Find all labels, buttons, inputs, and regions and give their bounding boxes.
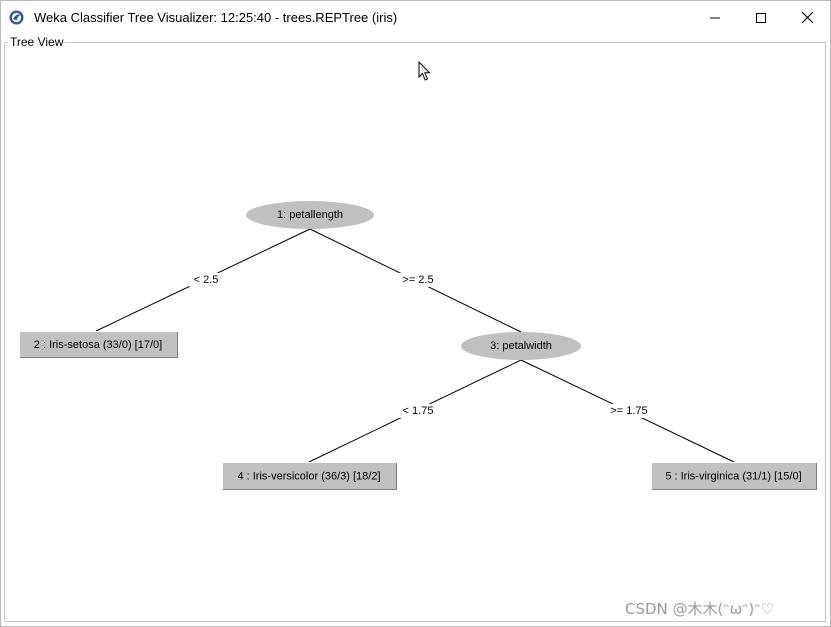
edge-label-n1-n2: < 2.5 bbox=[194, 274, 219, 286]
edge-label-background bbox=[398, 403, 438, 418]
tree-leaf-n2[interactable]: 2 : Iris-setosa (33/0) [17/0] bbox=[19, 331, 178, 358]
tree-split-n1[interactable]: 1: petallength bbox=[246, 201, 374, 229]
edge-label-background bbox=[606, 403, 652, 418]
minimize-icon bbox=[710, 17, 720, 18]
node-label-n2: 2 : Iris-setosa (33/0) [17/0] bbox=[34, 339, 162, 351]
window-title: Weka Classifier Tree Visualizer: 12:25:4… bbox=[34, 10, 398, 25]
edge-label-n1-n3: >= 2.5 bbox=[402, 274, 433, 286]
edge-label-n3-n4: < 1.75 bbox=[403, 405, 434, 417]
edge-label-n3-n5: >= 1.75 bbox=[610, 405, 647, 417]
tree-view-label: Tree View bbox=[8, 35, 66, 49]
tree-canvas[interactable]: < 2.5 >= 2.5 < 1.75 >= 1.75 1: petallength 2 … bbox=[1, 34, 830, 626]
close-button[interactable] bbox=[784, 1, 830, 34]
node-label-n1: 1: petallength bbox=[277, 209, 343, 221]
node-label-n4: 4 : Iris-versicolor (36/3) [18/2] bbox=[237, 470, 380, 482]
minimize-button[interactable] bbox=[692, 1, 738, 34]
node-label-n5: 5 : Iris-virginica (31/1) [15/0] bbox=[665, 470, 801, 482]
edge-label-background bbox=[398, 272, 438, 287]
leaf-node-box bbox=[223, 463, 396, 489]
weka-bird-icon bbox=[9, 10, 24, 25]
maximize-button[interactable] bbox=[738, 1, 784, 34]
tree-split-n3[interactable]: 3: petalwidth bbox=[461, 332, 581, 360]
close-icon bbox=[801, 12, 813, 23]
node-label-n3: 3: petalwidth bbox=[490, 340, 552, 352]
split-node-ellipse bbox=[461, 332, 581, 360]
csdn-watermark: CSDN @木木(ᵔωᵔ)ᵔ♡ bbox=[625, 600, 774, 618]
mouse-cursor-icon bbox=[418, 61, 431, 81]
split-node-ellipse bbox=[246, 201, 374, 229]
client-area: Tree View < 2.5 >= 2.5 < 1.75 >= 1.75 1: pet… bbox=[1, 34, 830, 626]
tree-leaf-n5[interactable]: 5 : Iris-virginica (31/1) [15/0] bbox=[651, 462, 817, 490]
leaf-node-box bbox=[652, 463, 816, 489]
maximize-icon bbox=[756, 12, 766, 23]
edge-label-background bbox=[189, 272, 223, 287]
title-bar[interactable]: Weka Classifier Tree Visualizer: 12:25:4… bbox=[1, 1, 830, 34]
tree-leaf-n4[interactable]: 4 : Iris-versicolor (36/3) [18/2] bbox=[222, 462, 397, 490]
leaf-node-box bbox=[20, 332, 177, 357]
tree-view-panel bbox=[4, 42, 826, 622]
